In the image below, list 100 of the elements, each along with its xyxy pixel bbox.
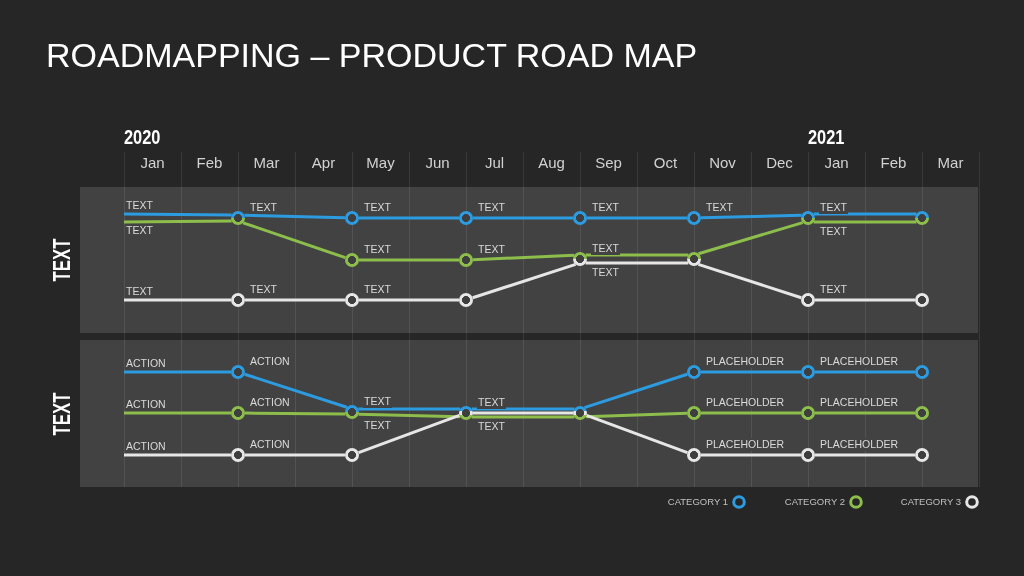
page-title: ROADMAPPING – PRODUCT ROAD MAP xyxy=(46,35,698,75)
year-label: 2020 xyxy=(124,126,161,148)
milestone-marker xyxy=(345,211,359,225)
milestone-label: PLACEHOLDER xyxy=(705,355,786,368)
milestone-label: ACTION xyxy=(249,355,291,368)
roadmap-line xyxy=(124,212,232,217)
roadmap-line xyxy=(586,414,688,454)
roadmap-line xyxy=(471,407,575,411)
milestone-label: PLACEHOLDER xyxy=(819,396,900,409)
roadmap-line xyxy=(472,253,575,262)
legend-label: CATEGORY 2 xyxy=(784,495,845,509)
roadmap-line xyxy=(358,407,461,411)
roadmap-line xyxy=(585,411,688,419)
milestone-marker xyxy=(687,365,701,379)
roadmap-line xyxy=(698,221,804,256)
milestone-marker xyxy=(573,406,587,420)
roadmap-line xyxy=(587,216,687,220)
roadmap-line xyxy=(359,216,459,220)
line-start-label: TEXT xyxy=(124,224,153,237)
roadmap-line xyxy=(358,412,461,419)
milestone-label: PLACEHOLDER xyxy=(705,438,786,451)
line-start-label: ACTION xyxy=(124,398,166,411)
roadmap-line xyxy=(359,298,459,302)
milestone-marker xyxy=(687,406,701,420)
legend-label: CATEGORY 3 xyxy=(900,495,961,509)
roadmap-line xyxy=(473,216,573,220)
milestone-marker xyxy=(459,293,473,307)
roadmap-line xyxy=(813,220,917,224)
roadmap-line xyxy=(124,453,231,457)
line-start-label: TEXT xyxy=(124,199,153,212)
roadmap-line xyxy=(242,221,346,260)
milestone-marker xyxy=(915,448,929,462)
milestone-label: TEXT xyxy=(705,201,734,214)
milestone-marker xyxy=(915,293,929,307)
milestone-marker xyxy=(687,252,701,266)
roadmap-line xyxy=(472,262,577,300)
roadmap-line xyxy=(124,298,231,302)
roadmap-line xyxy=(245,298,345,302)
roadmap-line xyxy=(244,372,348,409)
milestone-marker xyxy=(459,211,473,225)
line-start-label: TEXT xyxy=(124,285,153,298)
milestone-label: TEXT xyxy=(591,201,620,214)
milestone-label: TEXT xyxy=(591,266,620,279)
milestone-marker xyxy=(459,406,473,420)
roadmap-line xyxy=(815,411,915,415)
milestone-marker xyxy=(231,293,245,307)
milestone-marker xyxy=(345,448,359,462)
milestone-marker xyxy=(687,211,701,225)
milestone-marker xyxy=(801,293,815,307)
month-label: Jan xyxy=(140,153,165,173)
milestone-label: TEXT xyxy=(363,419,392,432)
roadmap-line xyxy=(700,213,802,220)
roadmap-line xyxy=(245,411,346,416)
roadmap-line xyxy=(585,261,689,265)
month-label: Apr xyxy=(311,153,336,173)
month-label: Oct xyxy=(653,153,678,173)
milestone-label: TEXT xyxy=(477,396,506,409)
roadmap-line xyxy=(583,372,688,410)
milestone-marker xyxy=(345,293,359,307)
roadmap-line xyxy=(124,370,231,374)
line-start-label: ACTION xyxy=(124,440,166,453)
milestone-label: PLACEHOLDER xyxy=(819,438,900,451)
milestone-label: TEXT xyxy=(477,201,506,214)
month-label: Nov xyxy=(709,153,736,173)
legend-label: CATEGORY 1 xyxy=(667,495,728,509)
month-label: Mar xyxy=(937,153,964,173)
lane-title: TEXT xyxy=(49,392,75,435)
milestone-marker xyxy=(459,253,473,267)
roadmap-line xyxy=(245,453,345,457)
milestone-label: TEXT xyxy=(477,243,506,256)
milestone-label: TEXT xyxy=(363,243,392,256)
roadmap-line xyxy=(244,213,346,220)
milestone-marker xyxy=(915,406,929,420)
milestone-marker xyxy=(801,448,815,462)
roadmap-line xyxy=(701,411,801,415)
milestone-label: TEXT xyxy=(363,201,392,214)
milestone-marker xyxy=(573,252,587,266)
milestone-marker xyxy=(687,448,701,462)
milestone-label: ACTION xyxy=(249,438,291,451)
roadmap-line xyxy=(359,258,459,262)
year-label: 2021 xyxy=(808,126,845,148)
milestone-label: TEXT xyxy=(477,420,506,433)
month-label: Sep xyxy=(595,153,622,173)
milestone-marker xyxy=(231,448,245,462)
milestone-marker xyxy=(801,211,815,225)
line-start-label: ACTION xyxy=(124,357,166,370)
roadmap-line xyxy=(697,262,802,300)
milestone-label: TEXT xyxy=(249,283,278,296)
roadmap-line xyxy=(358,414,460,454)
roadmap-line xyxy=(815,298,915,302)
milestone-label: TEXT xyxy=(363,395,392,408)
milestone-label: TEXT xyxy=(819,283,848,296)
milestone-label: PLACEHOLDER xyxy=(705,396,786,409)
milestone-label: TEXT xyxy=(819,201,848,214)
roadmap-line xyxy=(471,415,575,419)
milestone-marker xyxy=(915,211,929,225)
roadmap-line xyxy=(585,253,689,257)
milestone-marker xyxy=(573,211,587,225)
month-label: Jul xyxy=(484,153,505,173)
milestone-label: TEXT xyxy=(591,242,620,255)
